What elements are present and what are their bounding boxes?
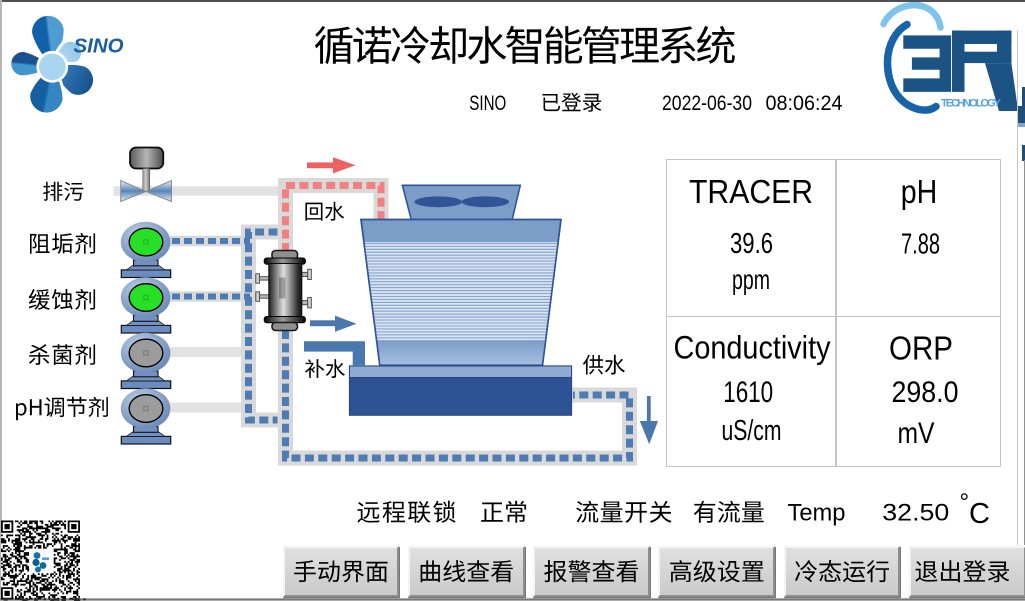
svg-text:°: ° <box>960 489 970 516</box>
svg-text:mV: mV <box>898 417 935 450</box>
svg-text:TECHNOLOGY: TECHNOLOGY <box>941 98 1002 110</box>
svg-text:pH: pH <box>901 173 938 210</box>
svg-text:1610: 1610 <box>723 376 773 409</box>
svg-text:298.0: 298.0 <box>892 376 959 409</box>
svg-text:39.6: 39.6 <box>730 228 773 260</box>
svg-text:ppm: ppm <box>732 264 770 295</box>
svg-text:ORP: ORP <box>889 331 953 368</box>
svg-text:uS/cm: uS/cm <box>722 415 782 447</box>
svg-text:TRACER: TRACER <box>689 173 813 210</box>
svg-text:C: C <box>969 498 990 530</box>
svg-text:SINO: SINO <box>469 91 506 115</box>
svg-text:7.88: 7.88 <box>901 228 940 260</box>
svg-text:Conductivity: Conductivity <box>674 330 831 366</box>
svg-text:Temp: Temp <box>788 500 846 527</box>
svg-text:32.50: 32.50 <box>882 500 949 527</box>
svg-text:08:06:24: 08:06:24 <box>766 91 843 115</box>
svg-text:SINO: SINO <box>74 34 124 57</box>
svg-text:2022-06-30: 2022-06-30 <box>662 91 752 115</box>
